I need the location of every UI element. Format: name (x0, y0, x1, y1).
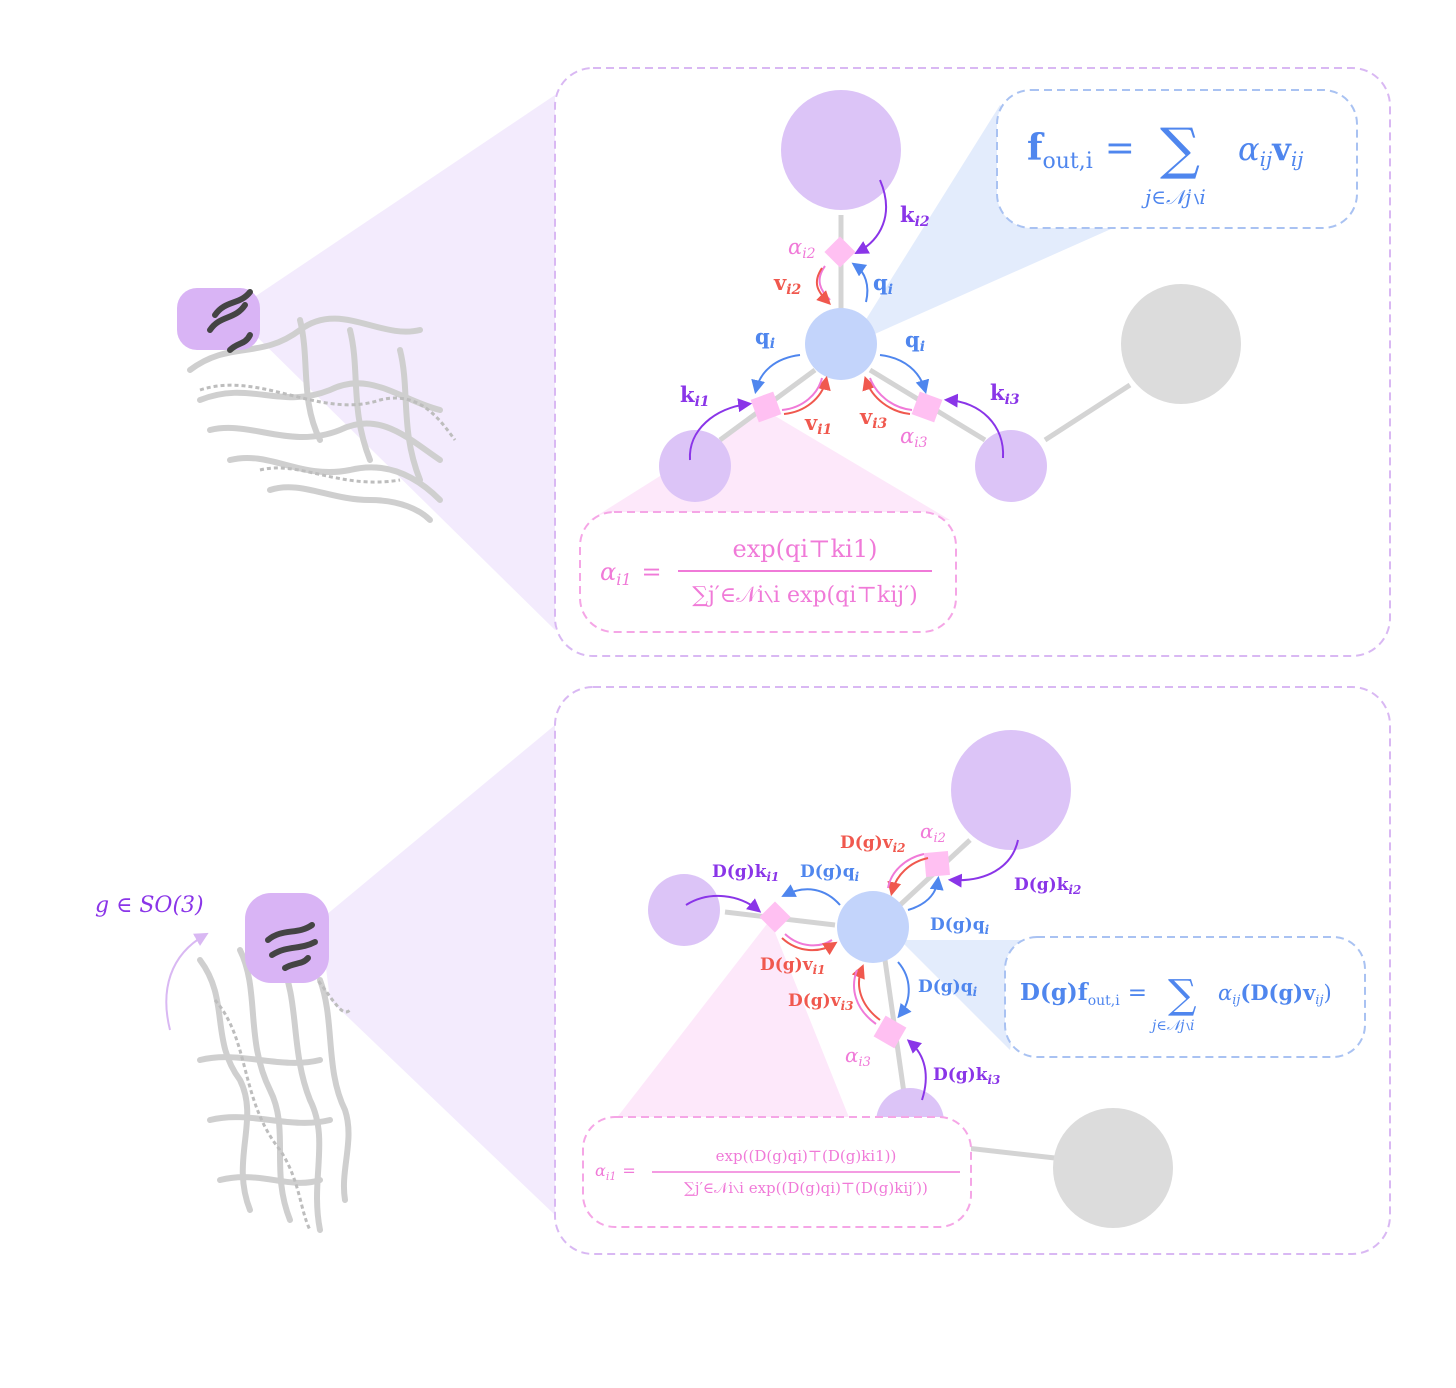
top-output-sum-symbol: ∑ (1160, 117, 1200, 182)
top-arrow-q-i-right (879, 354, 930, 395)
top-arrow-v-i1 (783, 375, 831, 415)
bottom-node-neighbor-2 (951, 730, 1071, 850)
bottom-label-Dg-k-i2: D(g)ki2 (1014, 875, 1081, 897)
bottom-arrow-q-i-right (907, 875, 944, 911)
bottom-marker-i3 (873, 1015, 907, 1049)
bottom-label-Dg-k-i3: D(g)ki3 (933, 1065, 1000, 1087)
bottom-label-Dg-v-i3: D(g)vi3 (788, 991, 854, 1013)
top-edge-right-gray (1043, 382, 1132, 443)
bottom-output-equation-box (1004, 936, 1366, 1058)
top-protein (177, 288, 457, 523)
bottom-attention-cone (615, 920, 850, 1120)
bottom-label-alpha-i3: αi3 (845, 1043, 871, 1070)
rotation-arrow (165, 932, 209, 1031)
bottom-label-Dg-q-i-top: D(g)qi (800, 862, 860, 884)
bottom-protein: g ∈ SO(3) (95, 893, 352, 1233)
top-arrow-v-i1-pink (781, 377, 823, 411)
bottom-node-center (837, 891, 909, 963)
top-marker-i1 (750, 391, 782, 423)
top-label-k-i3: ki3 (990, 380, 1020, 408)
top-label-q-i-right: qi (905, 327, 925, 355)
top-label-k-i2: ki2 (900, 202, 930, 230)
top-marker-i3 (911, 391, 943, 423)
top-node-neighbor-2 (781, 90, 901, 210)
top-label-q-i-top: qi (873, 270, 893, 298)
top-label-v-i3: vi3 (859, 404, 888, 432)
bottom-label-Dg-q-i-right: D(g)qi (930, 915, 990, 937)
bottom-attention-denominator: ∑j′∈𝒩i∖i exp((D(g)qi)⊤(D(g)kij′)) (684, 1179, 928, 1197)
bottom-arrow-k-i2 (947, 839, 1019, 888)
bottom-label-Dg-v-i1: D(g)vi1 (760, 955, 826, 977)
top-arrow-v-i3-pink (869, 377, 913, 411)
top-output-rhs: αijvij (1238, 130, 1303, 171)
bottom-attention-lhs: αi1= (595, 1161, 636, 1183)
bottom-arrow-q-i-top (781, 884, 841, 906)
bottom-output-cone (900, 940, 1030, 1050)
bottom-output-sum-index: j∈𝒩j∖i (1149, 1018, 1195, 1034)
top-label-alpha-i3: αi3 (900, 424, 928, 451)
top-output-equation: fout,i= (1027, 127, 1135, 174)
top-label-alpha-i2: αi2 (788, 235, 816, 262)
bottom-protein-selected-helix (265, 922, 318, 971)
top-output-sum-index: j∈𝒩j∖i (1141, 185, 1206, 209)
bottom-label-Dg-k-i1: D(g)ki1 (712, 862, 779, 884)
bottom-arrow-v-i3 (851, 964, 881, 1021)
top-attention-lhs: αi1= (600, 558, 662, 589)
top-node-gray (1121, 284, 1241, 404)
top-arrow-k-i3 (943, 393, 1005, 459)
bottom-arrow-v-i2-pink (887, 853, 925, 889)
top-node-neighbor-1 (659, 430, 731, 502)
top-attention-numerator: exp(qi⊤ki1) (733, 535, 878, 563)
bottom-arrow-v-i3-pink (853, 969, 877, 1025)
top-arrow-k-i1 (688, 398, 753, 461)
top-label-v-i1: vi1 (804, 410, 832, 438)
bottom-label-Dg-v-i2: D(g)vi2 (840, 833, 906, 855)
top-protein-selected-helix (207, 289, 253, 353)
top-arrow-v-i2 (815, 267, 831, 305)
top-node-center (805, 308, 877, 380)
top-node-neighbor-3 (975, 430, 1047, 502)
bottom-arrow-v-i1 (781, 937, 838, 956)
bottom-output-rhs: αij(D(g)vij) (1218, 980, 1332, 1008)
bottom-attention-numerator: exp((D(g)qi)⊤(D(g)ki1)) (716, 1147, 897, 1165)
bottom-arrow-q-i-lower (897, 961, 912, 1019)
top-label-k-i1: ki1 (680, 382, 710, 410)
bottom-marker-i2 (923, 850, 951, 878)
bottom-node-gray (1053, 1108, 1173, 1228)
top-panel: ki2 αi2 vi2 qi qi qi ki1 vi1 vi3 αi3 ki3… (250, 67, 1391, 657)
rotation-group-label: g ∈ SO(3) (95, 893, 204, 918)
top-arrow-q-i-top (851, 262, 869, 303)
top-attention-denominator: ∑j′∈𝒩i∖i exp(qi⊤kij′) (692, 583, 917, 608)
bottom-arrow-k-i3 (906, 1039, 927, 1101)
top-arrow-k-i2 (854, 179, 888, 255)
bottom-panel: D(g)vi2 αi2 D(g)ki1 D(g)qi D(g)ki2 D(g)q… (320, 686, 1391, 1255)
bottom-zoom-cone (320, 725, 555, 1215)
bottom-arrow-k-i1 (685, 894, 762, 913)
top-arrow-q-i-left (751, 354, 801, 395)
top-label-q-i-left: qi (755, 324, 775, 352)
top-label-v-i2: vi2 (773, 270, 802, 298)
top-arrow-v-i3 (862, 376, 911, 415)
bottom-output-sum-symbol: ∑ (1168, 972, 1197, 1018)
bottom-label-alpha-i2: αi2 (920, 819, 946, 846)
bottom-label-Dg-q-i-lower: D(g)qi (918, 977, 978, 999)
top-output-equation-box (996, 89, 1358, 229)
bottom-node-neighbor-1 (648, 874, 720, 946)
bottom-output-lhs: D(g)fout,i= (1020, 979, 1147, 1009)
bottom-arrow-v-i2 (887, 857, 929, 897)
